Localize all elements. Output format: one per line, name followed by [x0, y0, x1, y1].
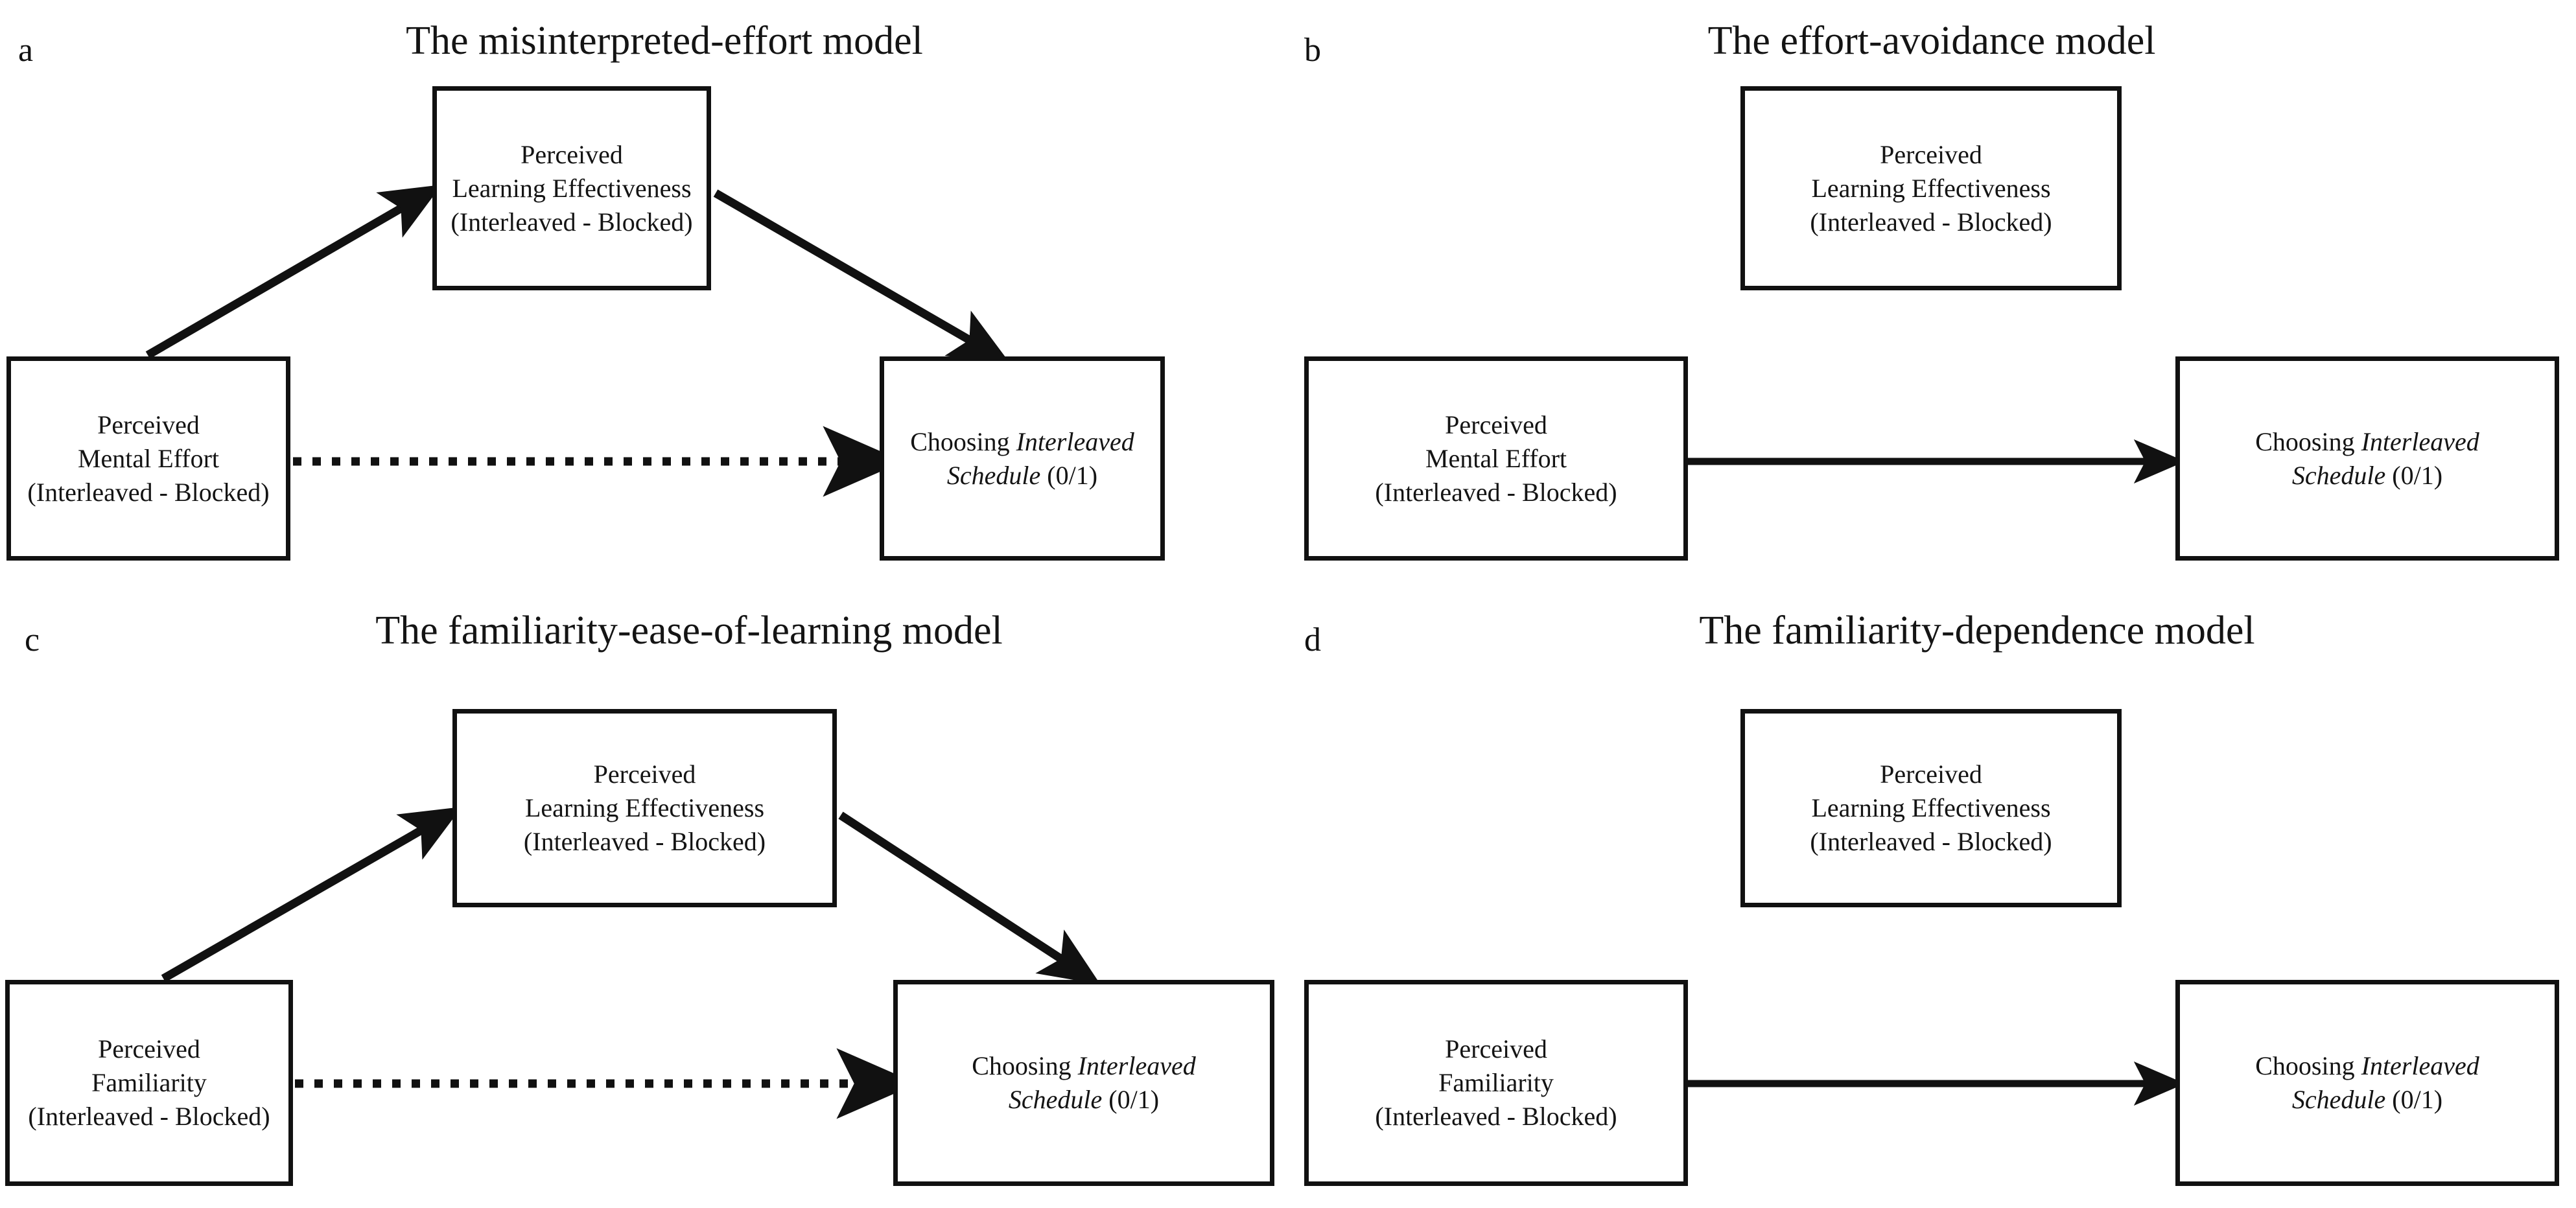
node-text: Perceived Learning Effectiveness (Interl…: [437, 138, 707, 239]
node-choosing-schedule-a: Choosing Interleaved Schedule (0/1): [880, 356, 1165, 561]
node-line-1: Perceived: [521, 139, 623, 169]
node-text: Perceived Familiarity (Interleaved - Blo…: [1309, 1032, 1683, 1133]
node-line-1: Perceived: [1445, 1034, 1547, 1063]
node-text: Choosing Interleaved Schedule (0/1): [2180, 1049, 2555, 1117]
node-line-2: Mental Effort: [1425, 443, 1567, 473]
node-line-1: Choosing Interleaved: [2186, 1049, 2548, 1083]
schedule-plain: (0/1): [2385, 460, 2443, 490]
edge-effort-to-effectiveness: [145, 184, 442, 359]
node-line-2: Learning Effectiveness: [452, 173, 692, 203]
node-line-1: Perceived: [1445, 410, 1547, 439]
node-mental-effort-a: Perceived Mental Effort (Interleaved - B…: [6, 356, 290, 561]
node-choosing-schedule-d: Choosing Interleaved Schedule (0/1): [2175, 980, 2559, 1186]
node-line-3: (Interleaved - Blocked): [1810, 207, 2052, 237]
schedule-plain: (0/1): [1040, 460, 1098, 490]
choosing-italic: Interleaved: [1016, 426, 1134, 456]
panel-title-b: The effort-avoidance model: [1707, 19, 2156, 63]
node-line-1: Choosing Interleaved: [2186, 425, 2548, 459]
choosing-italic: Interleaved: [2361, 426, 2479, 456]
edge-effectiveness-to-choosing: [838, 811, 1101, 985]
node-line-1: Choosing Interleaved: [904, 1049, 1263, 1083]
node-line-2: Schedule (0/1): [2186, 459, 2548, 493]
node-line-2: Familiarity: [1438, 1068, 1554, 1097]
node-line-2: Learning Effectiveness: [1811, 173, 2051, 203]
panel-label-b: b: [1304, 32, 1321, 69]
node-line-3: (Interleaved - Blocked): [27, 477, 270, 507]
schedule-italic: Schedule: [1008, 1085, 1103, 1114]
node-text: Perceived Familiarity (Interleaved - Blo…: [10, 1032, 288, 1133]
node-text: Perceived Learning Effectiveness (Interl…: [1745, 138, 2117, 239]
choosing-plain: Choosing: [2255, 1051, 2361, 1080]
panel-title-a: The misinterpreted-effort model: [406, 19, 923, 63]
edge-familiarity-to-effectiveness: [161, 807, 462, 982]
node-text: Choosing Interleaved Schedule (0/1): [884, 425, 1160, 493]
node-learning-effectiveness-a: Perceived Learning Effectiveness (Interl…: [432, 86, 711, 290]
node-line-3: (Interleaved - Blocked): [523, 827, 766, 856]
node-line-1: Choosing Interleaved: [891, 425, 1154, 459]
schedule-italic: Schedule: [2291, 1085, 2386, 1114]
panel-label-d: d: [1304, 621, 1321, 658]
node-line-3: (Interleaved - Blocked): [1375, 1102, 1617, 1131]
node-line-2: Learning Effectiveness: [524, 793, 765, 822]
schedule-plain: (0/1): [2385, 1085, 2443, 1114]
node-text: Perceived Learning Effectiveness (Interl…: [1745, 758, 2117, 859]
node-text: Perceived Learning Effectiveness (Interl…: [457, 758, 832, 859]
node-line-3: (Interleaved - Blocked): [1375, 477, 1617, 507]
panel-label-c: c: [25, 621, 40, 658]
node-text: Choosing Interleaved Schedule (0/1): [2180, 425, 2555, 493]
node-text: Perceived Mental Effort (Interleaved - B…: [1309, 408, 1683, 509]
node-line-3: (Interleaved - Blocked): [451, 207, 693, 237]
edge-effectiveness-to-choosing: [713, 189, 1011, 364]
panel-title-d: The familiarity-dependence model: [1699, 609, 2255, 653]
choosing-italic: Interleaved: [2361, 1051, 2479, 1080]
panel-title-c: The familiarity-ease-of-learning model: [375, 609, 1003, 653]
node-familiarity-d: Perceived Familiarity (Interleaved - Blo…: [1304, 980, 1688, 1186]
panel-label-a: a: [18, 32, 34, 69]
node-line-1: Perceived: [98, 1034, 200, 1063]
node-mental-effort-b: Perceived Mental Effort (Interleaved - B…: [1304, 356, 1688, 561]
node-line-1: Perceived: [1880, 760, 1982, 789]
node-line-2: Mental Effort: [77, 443, 220, 473]
node-learning-effectiveness-b: Perceived Learning Effectiveness (Interl…: [1740, 86, 2122, 290]
choosing-plain: Choosing: [2255, 426, 2361, 456]
node-line-1: Perceived: [97, 410, 200, 439]
choosing-italic: Interleaved: [1077, 1051, 1196, 1080]
node-line-2: Schedule (0/1): [2186, 1083, 2548, 1117]
node-choosing-schedule-b: Choosing Interleaved Schedule (0/1): [2175, 356, 2559, 561]
node-familiarity-c: Perceived Familiarity (Interleaved - Blo…: [5, 980, 293, 1186]
node-line-2: Familiarity: [91, 1068, 207, 1097]
node-line-1: Perceived: [593, 760, 696, 789]
choosing-plain: Choosing: [972, 1051, 1078, 1080]
node-text: Perceived Mental Effort (Interleaved - B…: [11, 408, 286, 509]
node-line-2: Learning Effectiveness: [1811, 793, 2051, 822]
node-line-2: Schedule (0/1): [891, 459, 1154, 493]
schedule-italic: Schedule: [2291, 460, 2386, 490]
node-line-3: (Interleaved - Blocked): [1810, 827, 2052, 856]
schedule-plain: (0/1): [1102, 1085, 1160, 1114]
node-learning-effectiveness-c: Perceived Learning Effectiveness (Interl…: [452, 709, 837, 907]
node-learning-effectiveness-d: Perceived Learning Effectiveness (Interl…: [1740, 709, 2122, 907]
node-text: Choosing Interleaved Schedule (0/1): [898, 1049, 1270, 1117]
node-line-1: Perceived: [1880, 139, 1982, 169]
node-line-2: Schedule (0/1): [904, 1083, 1263, 1117]
choosing-plain: Choosing: [910, 426, 1016, 456]
schedule-italic: Schedule: [946, 460, 1041, 490]
node-line-3: (Interleaved - Blocked): [28, 1102, 270, 1131]
node-choosing-schedule-c: Choosing Interleaved Schedule (0/1): [893, 980, 1274, 1186]
